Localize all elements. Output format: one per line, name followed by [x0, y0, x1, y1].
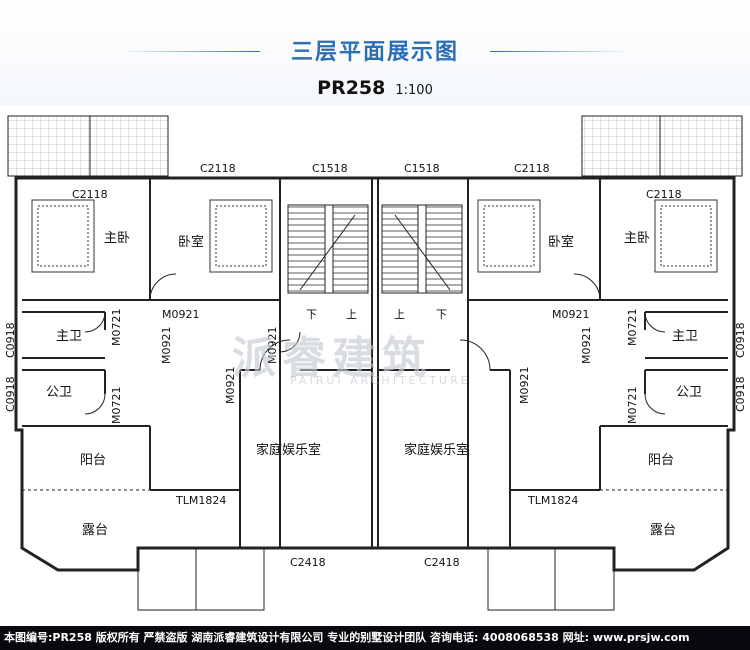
door-swing-right-bed [573, 273, 601, 301]
interior-walls [22, 178, 728, 548]
bed-left-bedroom [209, 199, 273, 273]
window-label-left-c0918-b: C0918 [4, 376, 17, 412]
bed-right-bedroom [477, 199, 541, 273]
stair-right-down-label: 下 [436, 308, 447, 321]
room-left-master: 主卧 [104, 231, 130, 246]
stair-right-well [417, 204, 427, 294]
plan-scale: 1:100 [395, 83, 433, 98]
page-title: 三层平面展示图 [290, 40, 459, 65]
stair-right-arrow [394, 214, 451, 291]
bed-right-master-cover [660, 205, 712, 267]
window-label-c2418-left: C2418 [290, 556, 326, 569]
door-swing-left-pbath [84, 393, 106, 415]
door-label-left-m0921-bed: M0921 [162, 308, 200, 321]
room-right-master-bath: 主卫 [672, 329, 698, 344]
window-label-c1518-right: C1518 [404, 162, 440, 175]
door-swing-right-family [459, 339, 491, 371]
door-swings [84, 273, 666, 415]
room-left-master-bath: 主卫 [56, 329, 82, 344]
door-label-right-m0721-b: M0721 [626, 387, 639, 425]
room-right-terrace: 露台 [650, 523, 676, 538]
window-label-c2418-right: C2418 [424, 556, 460, 569]
room-right-family: 家庭娱乐室 [404, 442, 469, 458]
watermark-subtext: PAIRUI ARCHITECTURE [290, 374, 471, 387]
door-label-left-m0721-b: M0721 [110, 387, 123, 425]
window-label-left-c0918-a: C0918 [4, 322, 17, 358]
bed-left-master-cover [37, 205, 89, 267]
room-left-public-bath: 公卫 [46, 385, 72, 400]
copyright-footer: 本图编号:PR258 版权所有 严禁盗版 湖南派睿建筑设计有限公司 专业的别墅设… [0, 626, 750, 650]
door-label-right-m0921-bed: M0921 [552, 308, 590, 321]
door-label-left-m0721-a: M0721 [110, 309, 123, 347]
bottom-block-right [487, 547, 615, 611]
stair-left-well [324, 204, 334, 294]
window-label-c2118-right: C2118 [514, 162, 550, 175]
plan-subtitle: PR258 1:100 [0, 77, 750, 99]
roof-tiles-right [581, 115, 743, 177]
door-label-right-m0721-a: M0721 [626, 309, 639, 347]
door-label-right-m0921-v2: M0921 [580, 327, 593, 365]
window-label-right-c0918-b: C0918 [734, 376, 747, 412]
window-label-c2118-left: C2118 [200, 162, 236, 175]
floor-plan: C2118 C1518 C1518 C2118 C2118 C2118 C241… [4, 115, 747, 611]
door-swing-right-mbath [644, 311, 666, 333]
window-label-right-master: C2118 [646, 188, 682, 201]
room-right-bedroom: 卧室 [548, 234, 574, 250]
bottom-block-left [137, 547, 265, 611]
watermark-logo: 派睿建筑 [232, 333, 432, 384]
bottom-blocks [137, 547, 615, 611]
room-left-bedroom: 卧室 [178, 234, 204, 250]
window-label-left-master: C2118 [72, 188, 108, 201]
roof-tiles-left [7, 115, 169, 177]
bed-right-master [654, 199, 718, 273]
room-right-balcony: 阳台 [648, 453, 674, 468]
door-swing-left-family [259, 339, 291, 371]
room-left-family: 家庭娱乐室 [256, 442, 321, 458]
room-left-balcony: 阳台 [80, 453, 106, 468]
stair-left-arrow [299, 214, 356, 291]
title-rule-left [120, 51, 260, 52]
room-right-master: 主卧 [624, 231, 650, 246]
room-left-terrace: 露台 [82, 523, 108, 538]
plan-code: PR258 [317, 77, 386, 99]
door-label-left-m0921-v3: M0921 [266, 327, 279, 365]
bed-left-master [31, 199, 95, 273]
window-marks [186, 176, 564, 550]
window-label-c1518-left: C1518 [312, 162, 348, 175]
stair-left-down-label: 下 [306, 308, 317, 321]
door-swing-right-pbath [644, 393, 666, 415]
roof-tile-blocks [7, 115, 743, 177]
stairs [287, 204, 463, 294]
bed-right-bedroom-cover [483, 205, 535, 267]
room-right-public-bath: 公卫 [676, 385, 702, 400]
door-label-right-m0921-v1: M0921 [518, 367, 531, 405]
door-label-tlm-right: TLM1824 [527, 494, 578, 507]
door-label-tlm-left: TLM1824 [175, 494, 226, 507]
beds [31, 199, 718, 273]
door-swing-left-stair [279, 331, 301, 353]
stair-left-up-label: 上 [346, 308, 357, 321]
bed-left-bedroom-cover [215, 205, 267, 267]
header-band [0, 0, 750, 105]
door-swing-left-mbath [84, 311, 106, 333]
door-label-left-m0921-v2: M0921 [224, 367, 237, 405]
stair-right-up-label: 上 [394, 308, 405, 321]
door-swing-left-bed [149, 273, 177, 301]
door-label-left-m0921-v1: M0921 [160, 327, 173, 365]
window-label-right-c0918-a: C0918 [734, 322, 747, 358]
